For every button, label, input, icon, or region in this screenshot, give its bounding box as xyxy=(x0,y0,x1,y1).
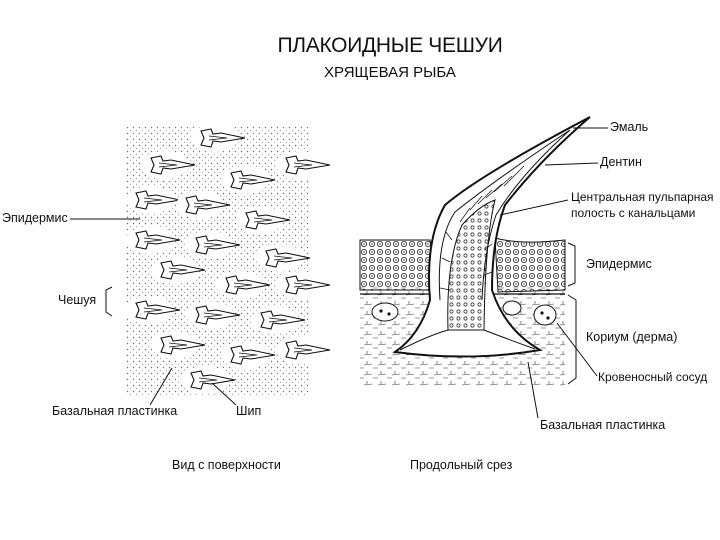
label-dentin: Дентин xyxy=(600,155,642,169)
scale-ridge xyxy=(293,162,313,168)
surface-view-panel xyxy=(125,124,331,395)
section-view-panel xyxy=(359,116,591,386)
section-leader-lines xyxy=(499,127,608,419)
label-surface-basal-plate: Базальная пластинка xyxy=(52,404,178,418)
placoid-scale xyxy=(160,335,206,355)
label-corium: Кориум (дерма) xyxy=(586,330,678,344)
scale-ridge xyxy=(143,307,163,313)
scale-ridge xyxy=(168,267,188,273)
scale-ridge xyxy=(143,197,163,203)
placoid-scale xyxy=(225,275,271,295)
placoid-scale xyxy=(150,155,196,175)
scale-ridge xyxy=(238,352,258,358)
surface-leader-lines xyxy=(70,218,237,406)
placoid-scale xyxy=(195,305,241,325)
placoid-scale-section xyxy=(392,116,591,358)
label-spine: Шип xyxy=(236,404,262,418)
placoid-scale xyxy=(135,190,181,210)
caption-section-view: Продольный срез xyxy=(410,458,513,472)
placoid-scale xyxy=(200,128,246,148)
pulp-cavity xyxy=(447,199,496,331)
scale-ridge xyxy=(203,312,223,318)
label-pulp-line1: Центральная пульпарная xyxy=(571,190,714,204)
scale-ridge xyxy=(143,237,163,243)
scale-ridge xyxy=(268,317,288,323)
label-blood-vessel: Кровеносный сосуд xyxy=(598,370,708,384)
epidermis-right xyxy=(494,237,566,293)
blood-vessel xyxy=(533,304,557,326)
placoid-scale xyxy=(285,155,331,175)
placoid-scale xyxy=(285,275,331,295)
placoid-scale xyxy=(285,340,331,360)
label-pulp-line2: полость с канальцами xyxy=(571,206,696,220)
scale-ridge xyxy=(198,377,218,383)
scale-ridge xyxy=(253,217,273,223)
scale-ridge xyxy=(168,342,188,348)
placoid-scale xyxy=(160,260,206,280)
scale-ridge xyxy=(233,282,253,288)
placoid-scale xyxy=(230,170,276,190)
placoid-scale xyxy=(135,230,181,250)
dentin-layer xyxy=(438,129,571,301)
placoid-scale xyxy=(245,210,291,230)
blood-vessel xyxy=(371,302,399,322)
placoid-scale xyxy=(135,300,181,320)
scale-ridge xyxy=(203,242,223,248)
placoid-scale xyxy=(185,195,231,215)
placoid-scale xyxy=(260,310,306,330)
scale-grid xyxy=(126,124,331,394)
scale-ridge xyxy=(238,177,258,183)
scale-ridge xyxy=(293,347,313,353)
diagram-subtitle: ХРЯЩЕВАЯ РЫБА xyxy=(324,64,456,81)
label-section-basal-plate: Базальная пластинка xyxy=(540,418,666,432)
scale-ridge xyxy=(193,202,213,208)
placoid-scale xyxy=(190,370,236,390)
label-scale: Чешуя xyxy=(58,293,97,307)
label-section-epidermis: Эпидермис xyxy=(586,257,652,271)
placoid-scale xyxy=(230,345,276,365)
scale-ridge xyxy=(293,282,313,288)
blood-vessel xyxy=(502,300,522,316)
scale-ridge xyxy=(208,135,228,141)
label-enamel: Эмаль xyxy=(610,120,649,134)
epidermis-left xyxy=(359,239,439,291)
placoid-scale xyxy=(195,235,241,255)
label-surface-epidermis: Эпидермис xyxy=(2,211,68,225)
caption-surface-view: Вид с поверхности xyxy=(172,458,281,472)
scale-ridge xyxy=(273,255,293,261)
scale-ridge xyxy=(158,162,178,168)
placoid-scale xyxy=(265,248,311,268)
diagram-title: ПЛАКОИДНЫЕ ЧЕШУИ xyxy=(277,34,503,57)
